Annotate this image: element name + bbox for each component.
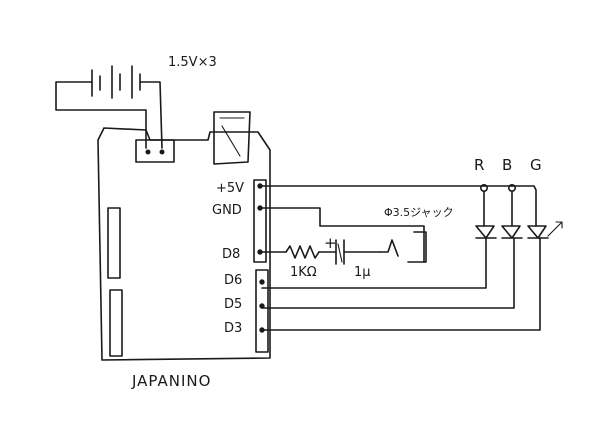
capacitor-polarity: + xyxy=(324,234,337,252)
led-red xyxy=(261,191,497,289)
wire-5v xyxy=(259,184,537,227)
battery-label: 1.5V×3 xyxy=(168,55,217,70)
power-connector xyxy=(135,139,175,163)
header-strip-left-top xyxy=(107,207,121,279)
jack-label: Φ3.5ジャック xyxy=(384,206,454,219)
battery-pack: 1.5V×3 xyxy=(55,55,217,149)
usb-connector xyxy=(213,111,251,165)
pin-label-d5: D5 xyxy=(224,297,242,312)
led-label-b: B xyxy=(502,156,512,174)
led-green xyxy=(261,221,563,331)
resistor xyxy=(285,245,320,259)
pin-label-d8: D8 xyxy=(222,247,240,262)
board-name: JAPANINO xyxy=(131,372,211,390)
wire-gnd xyxy=(259,207,425,263)
pin-label-d6: D6 xyxy=(224,273,242,288)
audio-jack xyxy=(407,231,427,263)
resistor-label: 1KΩ xyxy=(290,265,317,280)
pin-label-d3: D3 xyxy=(224,321,242,336)
board-outline xyxy=(97,111,271,361)
pin-label-gnd: GND xyxy=(212,203,242,218)
led-label-g: G xyxy=(530,156,542,174)
led-blue xyxy=(261,191,523,309)
header-strip-right-top xyxy=(253,179,267,263)
header-strip-right-bottom xyxy=(255,269,269,353)
capacitor-label: 1μ xyxy=(354,265,371,280)
pin-label-5v: +5V xyxy=(216,181,244,196)
header-strip-left-bottom xyxy=(109,289,123,357)
wire-d8 xyxy=(259,239,399,265)
led-label-r: R xyxy=(474,156,484,174)
